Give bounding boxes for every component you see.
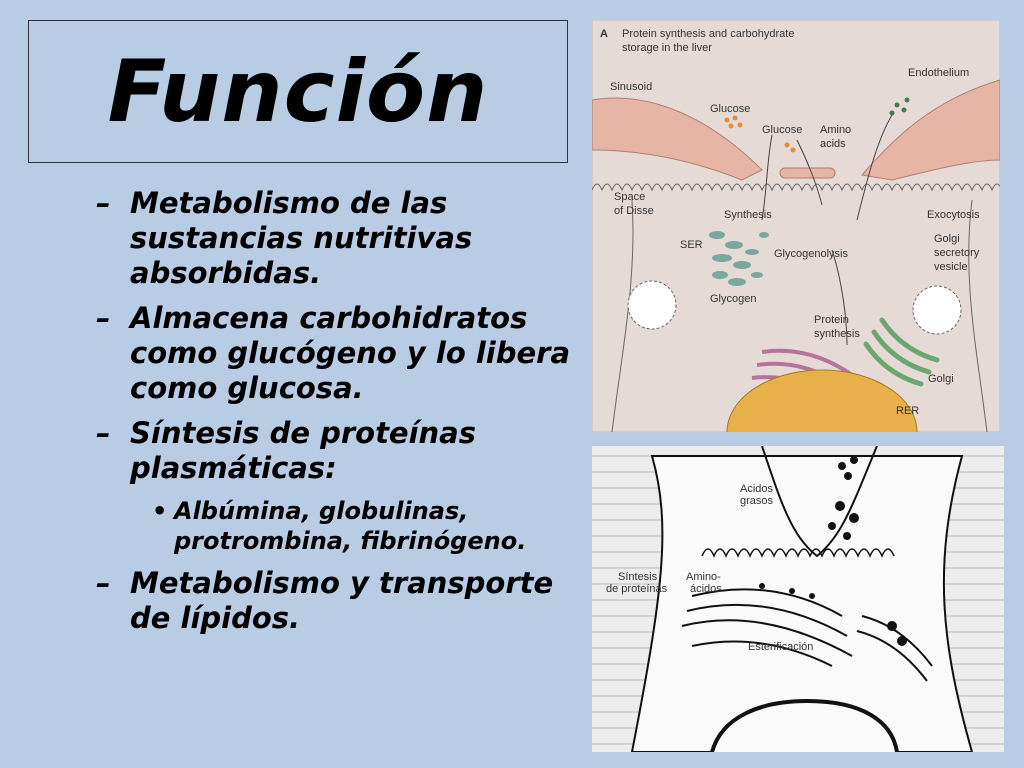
- label-space-2: of Disse: [614, 205, 654, 217]
- lipid-droplets: [759, 456, 907, 646]
- lipid-metabolism-diagram: Acidos grasos Síntesis de proteínas Amin…: [592, 446, 1004, 752]
- label-golgi-sv-1: Golgi: [934, 233, 960, 245]
- dash-marker: –: [96, 301, 111, 335]
- glycogen-granules: [709, 231, 769, 286]
- label-synthesis: Synthesis: [724, 209, 772, 221]
- sub-bullet-item: • Albúmina, globulinas, protrombina, fib…: [96, 496, 586, 556]
- dash-marker: –: [96, 416, 111, 450]
- dash-marker: –: [96, 186, 111, 220]
- bullet-text: Almacena carbohidratos como glucógeno y …: [130, 301, 571, 405]
- label-golgi: Golgi: [928, 373, 954, 385]
- microvilli: [592, 183, 1000, 192]
- nucleus: [726, 369, 918, 432]
- endothelium-right: [861, 79, 1000, 181]
- label-acidos-1: Acidos: [740, 483, 774, 495]
- dash-marker: –: [96, 566, 111, 600]
- cell-border-right: [968, 199, 988, 432]
- label-glycogenolysis: Glycogenolysis: [774, 248, 848, 260]
- cell-outline: [630, 455, 974, 752]
- label-exocytosis: Exocytosis: [927, 209, 980, 221]
- label-amino-1: Amino: [820, 124, 851, 136]
- label-amino-b-1: Amino-: [686, 571, 721, 583]
- liver-cell-diagram: A Protein synthesis and carbohydrate sto…: [592, 20, 1000, 432]
- label-protein-1: Protein: [814, 314, 849, 326]
- label-amino-b-2: ácidos: [690, 583, 722, 595]
- microvilli-b: [701, 548, 895, 558]
- bile-canaliculus-right: [912, 285, 962, 335]
- label-amino-2: acids: [820, 138, 846, 150]
- cell-border-left: [611, 199, 634, 432]
- label-protein-2: synthesis: [814, 328, 860, 340]
- slide-title: Función: [107, 41, 489, 142]
- label-glycogen: Glycogen: [710, 293, 756, 305]
- pathway-arrows: [761, 114, 893, 346]
- label-acidos-2: grasos: [740, 495, 774, 507]
- amino-acid-dots: [889, 97, 910, 116]
- label-golgi-sv-3: vesicle: [934, 261, 968, 273]
- label-glucose-2: Glucose: [762, 124, 802, 136]
- bullet-list: – Metabolismo de las sustancias nutritiv…: [96, 186, 586, 646]
- figure-heading-line2: storage in the liver: [622, 42, 712, 54]
- title-box: Función: [28, 20, 568, 163]
- canaliculus: [761, 446, 878, 558]
- sub-bullet-text: Albúmina, globulinas, protrombina, fibri…: [174, 497, 527, 555]
- label-esterificacion: Esterificación: [748, 641, 813, 653]
- label-endothelium: Endothelium: [908, 67, 969, 79]
- endothelium-left: [592, 97, 763, 181]
- bile-canaliculus-left: [627, 280, 677, 330]
- label-space-1: Space: [614, 191, 645, 203]
- label-glucose-1: Glucose: [710, 103, 750, 115]
- bullet-item: – Metabolismo y transporte de lípidos.: [96, 566, 586, 636]
- label-sintesis-1: Síntesis: [618, 571, 658, 583]
- label-sintesis-2: de proteínas: [606, 583, 668, 595]
- bullet-text: Metabolismo de las sustancias nutritivas…: [130, 186, 473, 290]
- label-rer: RER: [896, 405, 919, 417]
- bullet-text: Síntesis de proteínas plasmáticas:: [130, 416, 477, 485]
- endothelium-center: [779, 167, 836, 179]
- figure-letter: A: [600, 28, 608, 40]
- bullet-item: – Metabolismo de las sustancias nutritiv…: [96, 186, 586, 291]
- lipid-metabolism-diagram-svg: Acidos grasos Síntesis de proteínas Amin…: [592, 446, 1004, 752]
- glucose-dots: [724, 115, 796, 153]
- dot-marker: •: [152, 497, 168, 525]
- nucleus-b: [710, 698, 899, 752]
- bullet-item: – Almacena carbohidratos como glucógeno …: [96, 301, 586, 406]
- liver-cell-diagram-svg: A Protein synthesis and carbohydrate sto…: [592, 20, 1000, 432]
- bullet-item: – Síntesis de proteínas plasmáticas:: [96, 416, 586, 486]
- bullet-text: Metabolismo y transporte de lípidos.: [130, 566, 554, 635]
- label-golgi-sv-2: secretory: [934, 247, 980, 259]
- er-cisternae: [681, 588, 933, 682]
- golgi-stack: [863, 317, 940, 387]
- label-sinusoid: Sinusoid: [610, 81, 652, 93]
- label-ser: SER: [680, 239, 703, 251]
- figure-heading-line1: Protein synthesis and carbohydrate: [622, 28, 794, 40]
